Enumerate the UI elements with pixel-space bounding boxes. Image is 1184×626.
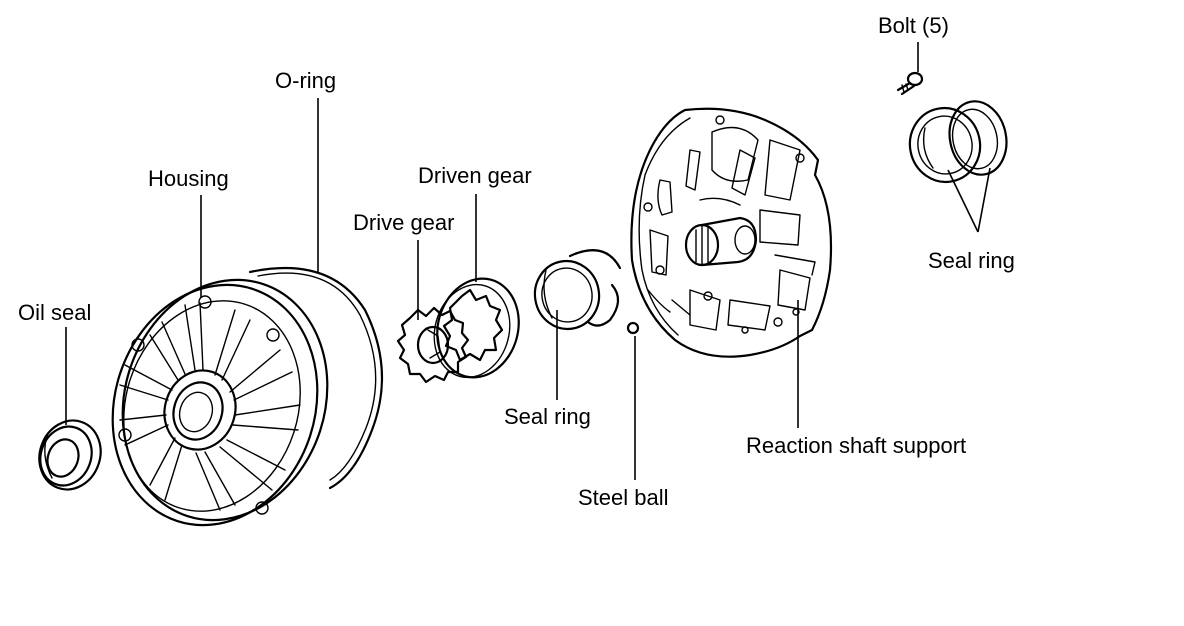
label-oil-seal: Oil seal bbox=[18, 300, 91, 325]
driven-gear-part bbox=[433, 277, 520, 379]
label-bolt: Bolt (5) bbox=[878, 13, 949, 38]
label-driven-gear: Driven gear bbox=[418, 163, 532, 188]
drive-gear-part bbox=[396, 306, 470, 384]
o-ring-part bbox=[248, 266, 384, 490]
steel-ball-part bbox=[626, 321, 640, 335]
bolt-part bbox=[896, 71, 924, 96]
label-seal-ring-center: Seal ring bbox=[504, 404, 591, 429]
reaction-shaft-support-part bbox=[630, 107, 833, 358]
label-seal-ring-right: Seal ring bbox=[928, 248, 1015, 273]
label-reaction-shaft-support: Reaction shaft support bbox=[746, 433, 966, 458]
leader-lines bbox=[65, 42, 991, 480]
label-o-ring: O-ring bbox=[275, 68, 336, 93]
label-housing: Housing bbox=[148, 166, 229, 191]
housing-part bbox=[111, 278, 329, 527]
seal-ring-center-part bbox=[533, 249, 622, 331]
oil-seal-part bbox=[38, 419, 102, 491]
label-steel-ball: Steel ball bbox=[578, 485, 669, 510]
label-drive-gear: Drive gear bbox=[353, 210, 454, 235]
seal-ring-right-part bbox=[908, 100, 1008, 184]
